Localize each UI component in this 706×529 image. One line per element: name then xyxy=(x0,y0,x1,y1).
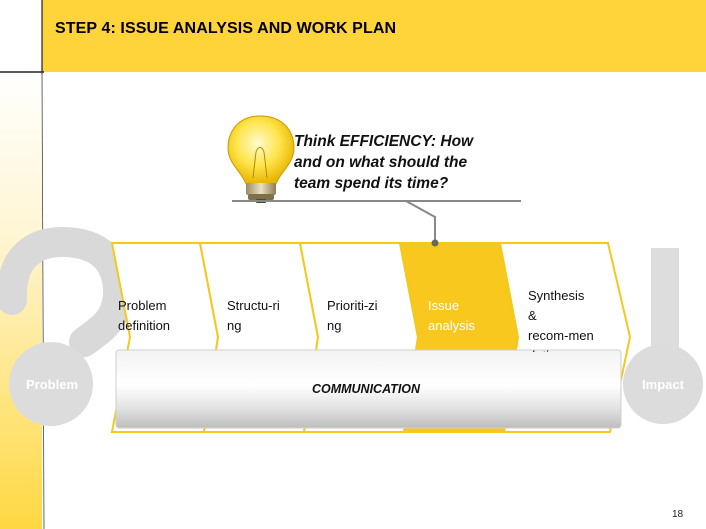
step-label-issue-analysis: Issue analysis xyxy=(428,298,475,333)
header-band xyxy=(42,0,706,72)
exclamation-mark-icon xyxy=(623,248,703,424)
step-label-problem-definition: Problem definition xyxy=(118,298,171,333)
problem-label: Problem xyxy=(25,377,78,392)
page-number: 18 xyxy=(672,509,684,520)
callout-connector xyxy=(232,200,521,247)
impact-label: Impact xyxy=(642,377,684,392)
communication-bar xyxy=(115,349,622,429)
step-label-structuring: Structu-ri ng xyxy=(227,298,280,333)
step-label-prioritizing: Prioriti-zi ng xyxy=(327,298,378,333)
communication-label: COMMUNICATION xyxy=(311,382,421,396)
page-title: STEP 4: ISSUE ANALYSIS AND WORK PLAN xyxy=(55,20,397,37)
callout-text: Think EFFICIENCY: How and on what should… xyxy=(294,133,474,192)
step-label-synthesis: Synthesis & recom-men dations xyxy=(528,288,594,352)
light-bulb-icon xyxy=(227,115,295,203)
question-mark-icon xyxy=(0,226,134,426)
